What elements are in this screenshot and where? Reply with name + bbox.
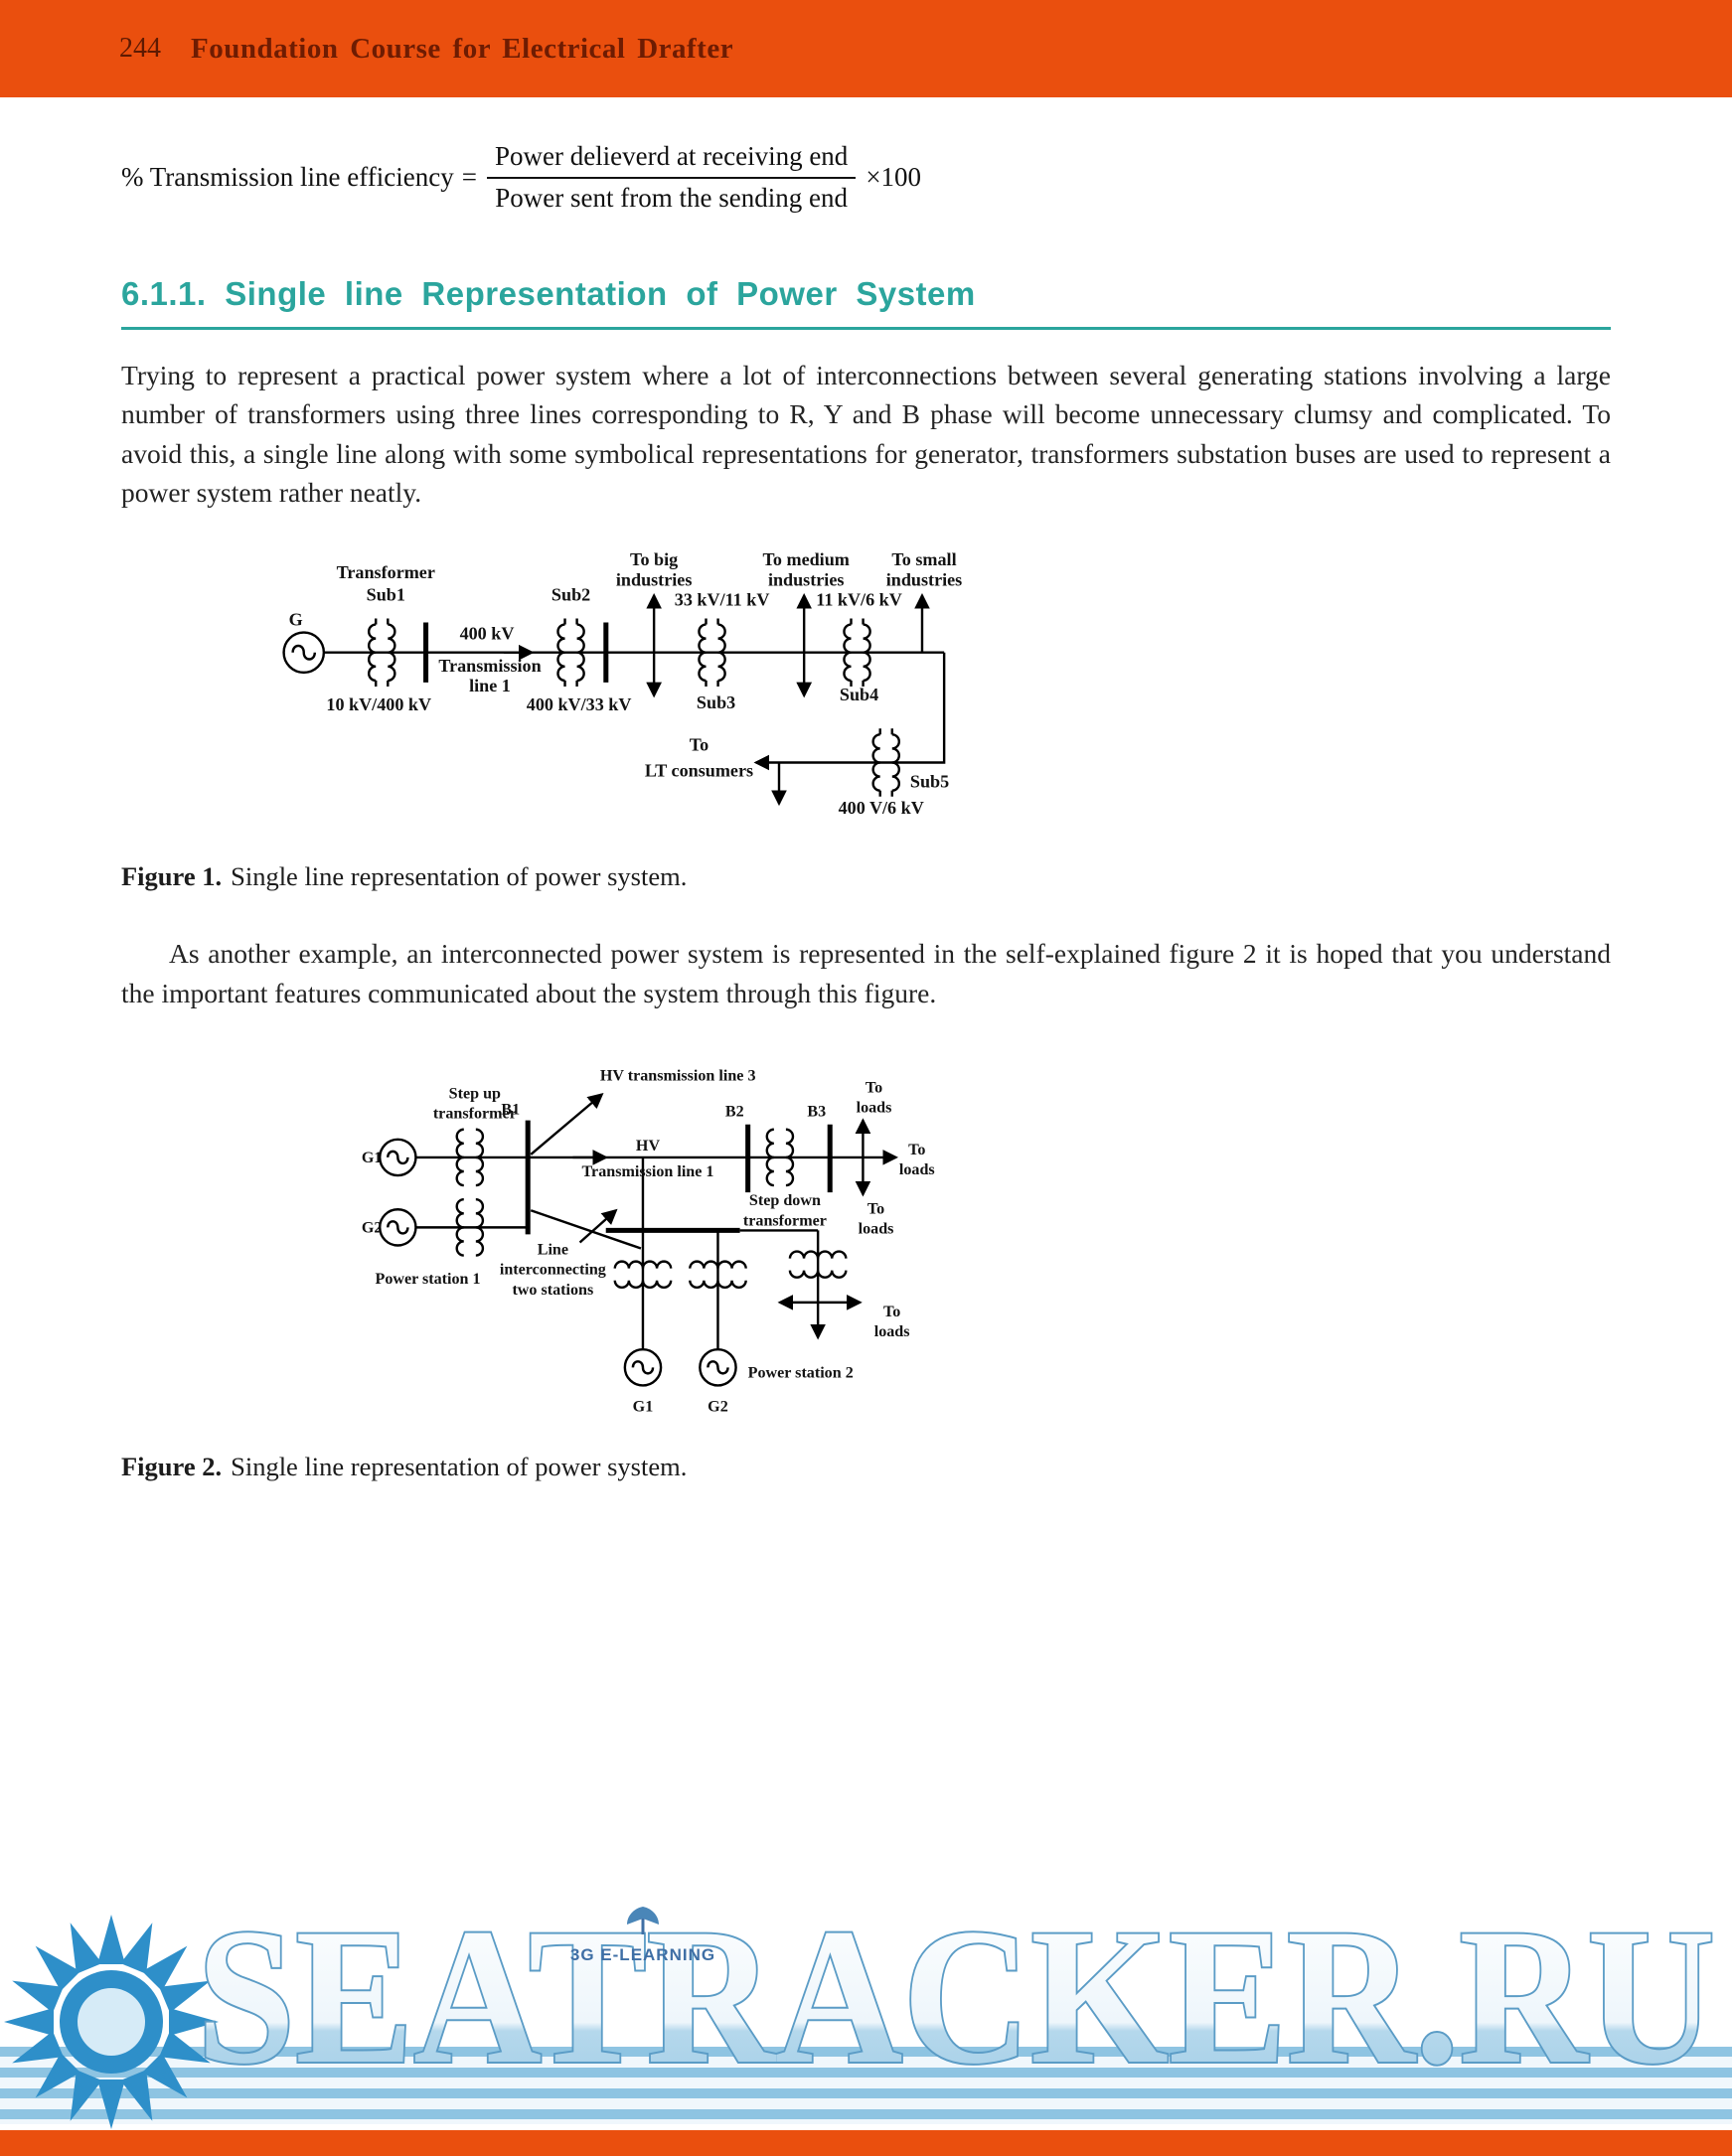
page-content: % Transmission line efficiency = Power d… <box>0 141 1732 1482</box>
figure-1: G Transformer Sub1 400 kV Transmission l… <box>121 547 1611 892</box>
label-to-lt: To <box>690 735 709 755</box>
stripe-band <box>0 2047 1732 2124</box>
label-to-loads-mid-1: To <box>867 1200 884 1217</box>
formula-denominator: Power sent from the sending end <box>495 183 848 213</box>
figure-1-caption-text: Single line representation of power syst… <box>231 861 688 892</box>
label-to-loads-mid-2: loads <box>859 1220 894 1237</box>
label-to-big: To big <box>630 549 678 569</box>
footer-bar <box>0 2130 1732 2156</box>
label-sub1: Sub1 <box>367 585 405 605</box>
label-ratio-sub3: 33 kV/11 kV <box>675 590 770 610</box>
station2-generator-g2-symbol <box>699 1347 737 1387</box>
label-ratio-sub1: 10 kV/400 kV <box>326 694 431 714</box>
label-sub2: Sub2 <box>551 585 590 605</box>
label-to-small-industries: industries <box>886 570 962 590</box>
label-to-medium: To medium <box>762 549 849 569</box>
label-to-loads-top-2: loads <box>857 1099 892 1116</box>
book-title: Foundation Course for Electrical Drafter <box>191 32 734 65</box>
formula-numerator: Power delieverd at receiving end <box>486 141 857 179</box>
label-station2-g2: G2 <box>708 1398 728 1415</box>
watermark-text: SEATRACKER.RU <box>197 1889 1715 2104</box>
efficiency-formula: % Transmission line efficiency = Power d… <box>121 141 1611 214</box>
label-step-down-2: transformer <box>743 1212 827 1229</box>
label-to-loads-low-1: To <box>883 1304 900 1320</box>
elearning-logo: 3G E-LEARNING <box>568 1905 717 1965</box>
label-interconnect-1: Line <box>538 1241 568 1258</box>
figure-2-caption: Figure 2. Single line representation of p… <box>121 1452 1611 1482</box>
label-to-loads-low-2: loads <box>874 1323 910 1340</box>
label-400kv: 400 kV <box>460 624 515 644</box>
formula-equals: = <box>461 162 477 192</box>
figure-1-caption: Figure 1. Single line representation of p… <box>121 861 1611 892</box>
label-line1: line 1 <box>469 676 511 695</box>
label-b2: B2 <box>725 1104 744 1121</box>
label-sub5: Sub5 <box>910 772 949 792</box>
generator-g1-symbol <box>379 1138 417 1177</box>
label-to-medium-industries: industries <box>768 570 844 590</box>
label-to-loads-top-1: To <box>866 1079 882 1096</box>
label-hv-line3: HV transmission line 3 <box>600 1067 756 1084</box>
station2-generator-g1-symbol <box>623 1347 663 1387</box>
section-heading: 6.1.1. Single line Representation of Pow… <box>121 275 1611 330</box>
watermark: SEATRACKER.RU 3G E-LEARNING <box>0 1863 1732 2156</box>
generator-G-symbol <box>282 631 326 675</box>
label-step-up-1: Step up <box>449 1085 501 1102</box>
label-sub3: Sub3 <box>697 693 735 712</box>
label-g1: G1 <box>362 1150 383 1166</box>
label-transformer: Transformer <box>337 562 435 582</box>
figure-2-diagram: HV transmission line 3 Step up transform… <box>362 1067 935 1415</box>
elearning-logo-icon <box>627 1907 659 1934</box>
figure-2-caption-text: Single line representation of power syst… <box>231 1451 688 1481</box>
label-lt-consumers: LT consumers <box>645 761 753 781</box>
label-station2-g1: G1 <box>633 1398 654 1415</box>
label-to-small: To small <box>891 549 956 569</box>
label-interconnect-3: two stations <box>512 1282 593 1299</box>
paragraph-1: Trying to represent a practical power sy… <box>121 360 1611 508</box>
label-ratio-sub4: 11 kV/6 kV <box>816 590 902 610</box>
figure-1-caption-label: Figure 1. <box>121 861 223 892</box>
label-g2: G2 <box>362 1219 383 1236</box>
label-ratio-sub5: 400 V/6 kV <box>839 798 924 818</box>
label-step-up-2: transformer <box>433 1106 517 1123</box>
label-ratio-sub2: 400 kV/33 kV <box>527 694 632 714</box>
figure-2: HV transmission line 3 Step up transform… <box>121 1062 1611 1482</box>
formula-lhs: % Transmission line efficiency <box>121 162 454 192</box>
label-interconnect-2: interconnecting <box>500 1262 606 1279</box>
label-transmission-line1: Transmission line 1 <box>582 1163 714 1180</box>
page-number: 244 <box>119 33 161 64</box>
sun-logo <box>4 1915 219 2129</box>
elearning-logo-text: 3G E-LEARNING <box>569 1945 716 1964</box>
label-to-big-industries: industries <box>616 570 692 590</box>
generator-g2-symbol <box>379 1207 417 1247</box>
label-to-loads-right-2: loads <box>899 1161 935 1178</box>
figure-1-diagram: G Transformer Sub1 400 kV Transmission l… <box>282 549 962 818</box>
paragraph-2: As another example, an interconnected po… <box>121 938 1611 1008</box>
label-g: G <box>289 610 303 630</box>
label-power-station2: Power station 2 <box>748 1364 854 1381</box>
label-power-station1: Power station 1 <box>375 1271 480 1288</box>
watermark-graphic: SEATRACKER.RU <box>4 1887 1717 2129</box>
formula-times: ×100 <box>866 162 922 192</box>
label-b1: B1 <box>501 1102 520 1119</box>
label-to-loads-right-1: To <box>908 1142 925 1158</box>
label-step-down-1: Step down <box>749 1192 821 1209</box>
label-transmission: Transmission <box>438 656 541 676</box>
figure1-wiring <box>323 593 946 807</box>
label-b3: B3 <box>807 1104 826 1121</box>
label-sub4: Sub4 <box>840 685 878 704</box>
formula-fraction: Power delieverd at receiving end Power s… <box>486 141 857 214</box>
page-header: 244 Foundation Course for Electrical Dra… <box>0 0 1732 97</box>
label-hv: HV <box>636 1138 661 1155</box>
figure-2-caption-label: Figure 2. <box>121 1451 223 1481</box>
